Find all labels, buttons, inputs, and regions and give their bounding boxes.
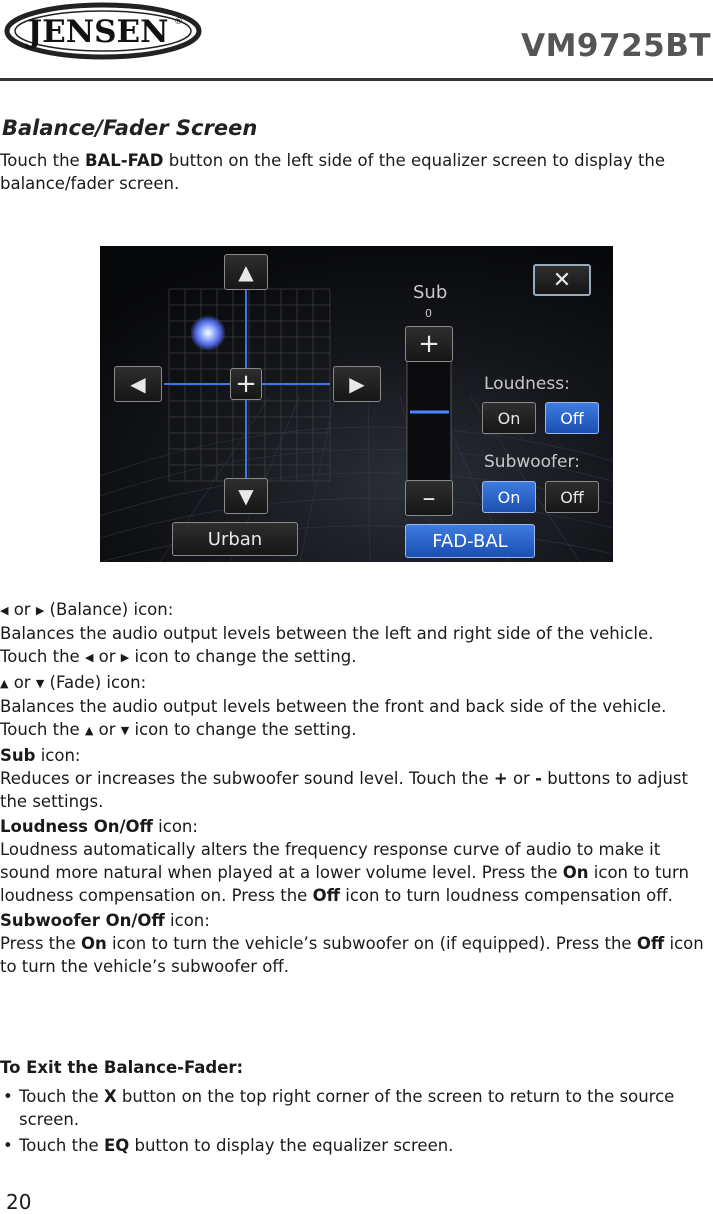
subwoofer-section: Subwoofer On/Off icon: Press the On icon… — [0, 909, 713, 978]
loudness-description: Loudness automatically alters the freque… — [0, 840, 689, 905]
loudness-heading: Loudness On/Off icon: — [0, 817, 198, 836]
fade-touch-instruction: Touch the ▲ or ▼ icon to change the sett… — [0, 720, 357, 739]
balance-description: Balances the audio output levels between… — [0, 624, 654, 643]
subwoofer-label: Subwoofer: — [484, 452, 580, 472]
right-triangle-icon: ▶ — [120, 651, 130, 664]
subwoofer-off-button[interactable]: Off — [545, 481, 599, 513]
balance-right-button[interactable]: ▶ — [333, 366, 381, 402]
header-divider — [0, 78, 713, 81]
sub-value: 0 — [425, 307, 432, 320]
exit-instructions: •Touch the X button on the top right cor… — [0, 1085, 713, 1160]
sub-section: Sub icon: Reduces or increases the subwo… — [0, 744, 713, 813]
down-triangle-icon: ▼ — [35, 677, 45, 690]
eq-preset-button[interactable]: Urban — [172, 522, 298, 556]
balance-section: ◀ or ▶ (Balance) icon: Balances the audi… — [0, 598, 713, 669]
page-number: 20 — [6, 1190, 32, 1214]
fade-heading: ▲ or ▼ (Fade) icon: — [0, 673, 147, 692]
up-triangle-icon: ▲ — [0, 677, 9, 690]
balance-touch-instruction: Touch the ◀ or ▶ icon to change the sett… — [0, 647, 357, 666]
loudness-off-button[interactable]: Off — [545, 402, 599, 434]
balance-heading: ◀ or ▶ (Balance) icon: — [0, 600, 174, 619]
bullet: • — [3, 1136, 13, 1155]
section-title: Balance/Fader Screen — [2, 116, 258, 140]
fade-up-button[interactable]: ▲ — [224, 254, 268, 290]
sub-heading: Sub icon: — [0, 746, 81, 765]
minus-icon: – — [422, 483, 436, 513]
sub-plus-button[interactable]: + — [405, 326, 453, 362]
fade-description: Balances the audio output levels between… — [0, 697, 667, 716]
plus-icon: + — [418, 329, 440, 359]
logo-wordmark: JENSEN — [25, 14, 169, 50]
loudness-section: Loudness On/Off icon: Loudness automatic… — [0, 815, 713, 907]
center-reset-button[interactable]: + — [230, 368, 262, 400]
balance-left-button[interactable]: ◀ — [114, 366, 162, 402]
loudness-on-button[interactable]: On — [482, 402, 536, 434]
loudness-label: Loudness: — [484, 374, 570, 394]
sub-minus-button[interactable]: – — [405, 480, 453, 516]
registered-mark: ® — [174, 17, 183, 27]
bal-fad-term: BAL-FAD — [84, 151, 164, 170]
subwoofer-description: Press the On icon to turn the vehicle’s … — [0, 934, 704, 976]
exit-heading: To Exit the Balance-Fader: — [0, 1058, 244, 1077]
model-number: VM9725BT — [521, 28, 711, 64]
plus-icon: + — [235, 369, 257, 399]
down-arrow-icon: ▼ — [238, 484, 254, 508]
down-triangle-icon: ▼ — [120, 724, 130, 737]
left-triangle-icon: ◀ — [84, 651, 94, 664]
sub-description: Reduces or increases the subwoofer sound… — [0, 769, 688, 811]
subwoofer-on-button[interactable]: On — [482, 481, 536, 513]
sub-label: Sub — [413, 282, 448, 303]
close-button[interactable]: ✕ — [533, 264, 591, 296]
fade-section: ▲ or ▼ (Fade) icon: Balances the audio o… — [0, 671, 713, 742]
balance-position-dot — [190, 315, 226, 351]
list-item: •Touch the X button on the top right cor… — [3, 1087, 675, 1129]
close-icon: ✕ — [552, 267, 572, 293]
right-triangle-icon: ▶ — [35, 604, 45, 617]
fade-down-button[interactable]: ▼ — [224, 478, 268, 514]
list-item: •Touch the EQ button to display the equa… — [3, 1136, 454, 1155]
left-arrow-icon: ◀ — [130, 372, 146, 396]
fad-bal-button[interactable]: FAD-BAL — [405, 524, 535, 558]
icon-descriptions: ◀ or ▶ (Balance) icon: Balances the audi… — [0, 598, 713, 980]
up-arrow-icon: ▲ — [238, 260, 254, 284]
right-arrow-icon: ▶ — [349, 372, 365, 396]
left-triangle-icon: ◀ — [0, 604, 9, 617]
subwoofer-heading: Subwoofer On/Off icon: — [0, 911, 210, 930]
up-triangle-icon: ▲ — [84, 724, 94, 737]
balance-fader-screenshot: ▲ ▼ ◀ ▶ + Urban ✕ Sub 0 + – Loudness: On… — [100, 246, 613, 562]
bullet: • — [3, 1087, 13, 1106]
intro-paragraph: Touch the BAL-FAD button on the left sid… — [0, 151, 666, 193]
jensen-logo: JENSEN ® — [4, 2, 202, 60]
